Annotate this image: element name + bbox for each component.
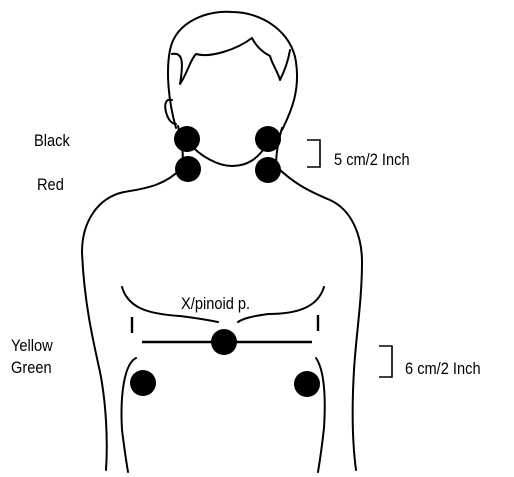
right-inner-arm-outline — [316, 358, 325, 472]
electrode-chest-right — [294, 371, 320, 397]
label-green: Green — [11, 358, 52, 378]
electrode-chest-left — [130, 370, 156, 396]
label-neck-spacing: 5 cm/2 Inch — [334, 150, 410, 170]
electrode-neck-lower-right — [255, 157, 281, 183]
electrode-xiphoid — [211, 329, 237, 355]
label-chest-spacing: 6 cm/2 Inch — [405, 359, 481, 379]
jaw-outline — [190, 144, 266, 166]
hair-outline — [172, 38, 290, 84]
pectoral-right-outline — [238, 287, 324, 322]
chest-spacing-bracket — [379, 346, 392, 377]
electrode-neck-lower-left — [175, 156, 201, 182]
electrode-neck-upper-left — [174, 126, 200, 152]
label-yellow: Yellow — [11, 336, 53, 356]
label-black: Black — [34, 131, 70, 151]
label-red: Red — [37, 175, 64, 195]
electrode-neck-upper-right — [255, 126, 281, 152]
neck-spacing-bracket — [307, 140, 320, 167]
label-xiphoid: X/pinoid p. — [181, 294, 250, 314]
